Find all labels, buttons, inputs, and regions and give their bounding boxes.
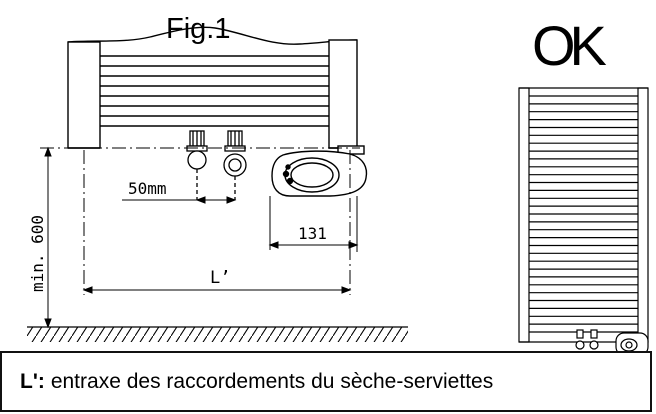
dimension-pipe-spacing <box>122 196 237 204</box>
towel-radiator-front <box>67 26 358 149</box>
dimension-connection-distance <box>82 150 352 295</box>
towel-radiator-example <box>518 87 649 356</box>
pipe-spacing-label: 50mm <box>128 179 167 198</box>
pipe-valves <box>186 130 247 200</box>
valve-offset-label: 131 <box>298 224 327 243</box>
dimension-valve-offset <box>268 196 359 252</box>
min-height-label: min. 600 <box>28 215 47 292</box>
caption-box: L': entraxe des raccordements du sèche-s… <box>0 351 652 412</box>
dimension-min-height <box>40 146 360 329</box>
caption-term: L': <box>20 369 45 393</box>
floor <box>27 326 408 342</box>
connection-distance-label: L’ <box>210 268 230 288</box>
caption-text: entraxe des raccordements du sèche-servi… <box>50 369 494 393</box>
ok-label: OK <box>532 14 607 77</box>
heating-element <box>271 145 368 197</box>
